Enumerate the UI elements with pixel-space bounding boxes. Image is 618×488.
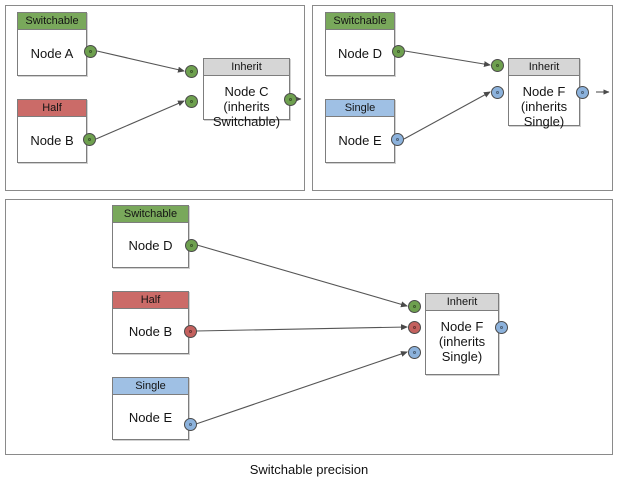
node-a-header: Switchable [18,13,86,30]
node-f-input-port-1[interactable] [491,59,504,72]
node-f-output-port[interactable] [576,86,589,99]
node-c-header: Inherit [204,59,289,76]
node-e2[interactable]: Single Node E [112,377,189,440]
node-b2-header: Half [113,292,188,309]
node-c-input-port-2[interactable] [185,95,198,108]
node-d2-output-port[interactable] [185,239,198,252]
node-f2-output-port[interactable] [495,321,508,334]
node-d2-body: Node D [128,238,173,253]
node-f2[interactable]: Inherit Node F (inherits Single) [425,293,499,375]
node-a-output-port[interactable] [84,45,97,58]
node-b-output-port[interactable] [83,133,96,146]
node-f[interactable]: Inherit Node F (inherits Single) [508,58,580,129]
node-e-output-port[interactable] [391,133,404,146]
node-e-header: Single [326,100,394,117]
node-d-header: Switchable [326,13,394,30]
node-b2-output-port[interactable] [184,325,197,338]
node-c-output-port[interactable] [284,93,297,106]
node-f2-input-port-2[interactable] [408,321,421,334]
node-e-body: Node E [338,132,382,148]
node-e2-header: Single [113,378,188,395]
node-f2-input-port-3[interactable] [408,346,421,359]
node-f2-body: Node F (inherits Single) [438,319,486,364]
node-b-body: Node B [30,132,74,148]
node-f2-header: Inherit [426,294,498,311]
node-d2[interactable]: Switchable Node D [112,205,189,268]
panel-bottom [5,199,613,455]
node-b[interactable]: Half Node B [17,99,87,163]
node-d2-header: Switchable [113,206,188,223]
node-c-input-port-1[interactable] [185,65,198,78]
node-e[interactable]: Single Node E [325,99,395,163]
node-d-body: Node D [337,45,383,61]
node-b2-body: Node B [128,324,173,339]
node-f-header: Inherit [509,59,579,76]
node-b-header: Half [18,100,86,117]
node-c-body: Node C (inherits Switchable) [213,84,280,129]
node-d-output-port[interactable] [392,45,405,58]
node-c[interactable]: Inherit Node C (inherits Switchable) [203,58,290,129]
node-e2-body: Node E [128,410,173,425]
node-f-body: Node F (inherits Single) [520,84,568,129]
node-f2-input-port-1[interactable] [408,300,421,313]
node-a[interactable]: Switchable Node A [17,12,87,76]
node-b2[interactable]: Half Node B [112,291,189,354]
node-a-body: Node A [30,45,74,61]
diagram-caption: Switchable precision [249,462,369,477]
node-d[interactable]: Switchable Node D [325,12,395,76]
node-f-input-port-2[interactable] [491,86,504,99]
node-e2-output-port[interactable] [184,418,197,431]
